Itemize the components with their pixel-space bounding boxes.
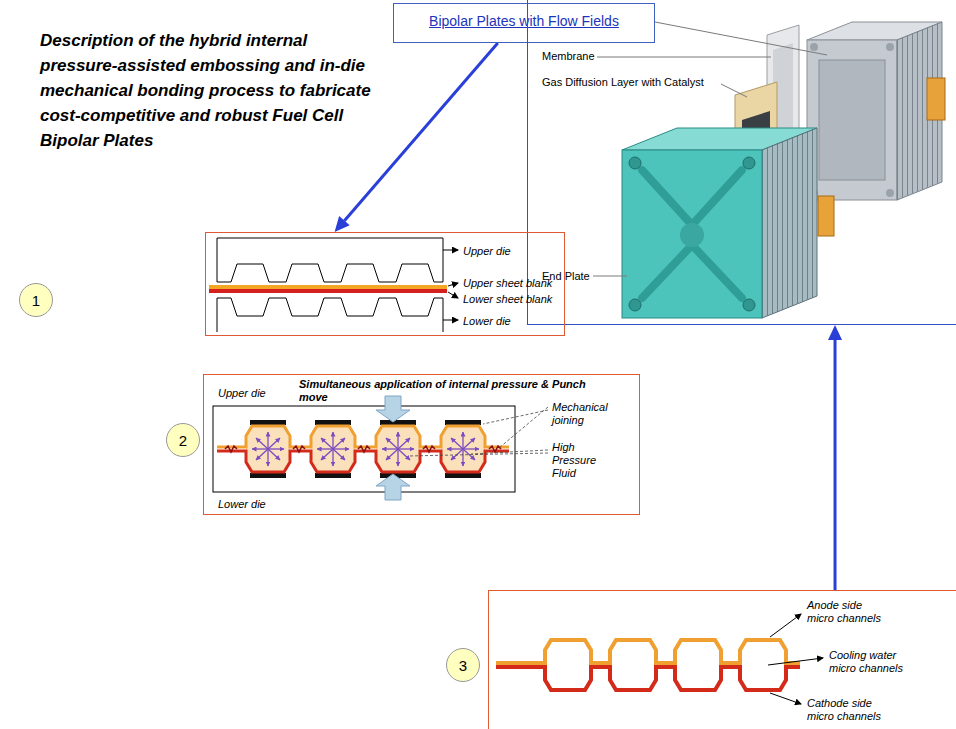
part-label: Lower sheet blank [463,293,552,306]
diagram-title: Description of the hybrid internal press… [40,28,385,153]
part-label: Anode side micro channels [807,599,891,625]
callout-number: 2 [166,423,200,457]
step-note: Simultaneous application of internal pre… [299,378,604,404]
part-label: Upper die [218,387,266,400]
figure-label-box: Bipolar Plates with Flow Fields [393,3,655,43]
part-label: Upper die [463,245,511,258]
part-label: Cooling water micro channels [829,649,913,675]
part-label: Membrane [542,50,595,63]
figure-label: Bipolar Plates with Flow Fields [394,15,654,28]
part-label: Cathode side micro channels [807,697,891,723]
callout-number: 2 [167,432,199,449]
part-label: Gas Diffusion Layer with Catalyst [542,76,704,89]
callout-number: 3 [446,648,480,682]
arrow-head [828,325,842,340]
flow-line [344,43,497,221]
part-label: Lower die [463,315,511,328]
part-label: High Pressure Fluid [552,441,602,480]
part-label: Mechanical joining [552,401,614,427]
arrow-head [335,216,350,232]
fuel-cell-panel: MembraneGas Diffusion Layer with Catalys… [527,0,956,325]
callout-number: 1 [19,283,53,317]
flow-arrow [828,325,842,590]
process-step-panel: Simultaneous application of internal pre… [203,374,640,515]
process-step-panel: Anode side micro channelsCooling water m… [488,590,956,729]
flow-line [834,340,837,590]
part-label: Upper sheet blank [463,277,552,290]
process-step-panel: Upper dieUpper sheet blankLower sheet bl… [205,232,565,336]
part-label: Lower die [218,498,266,511]
callout-number: 1 [20,292,52,309]
callout-number: 3 [447,657,479,674]
